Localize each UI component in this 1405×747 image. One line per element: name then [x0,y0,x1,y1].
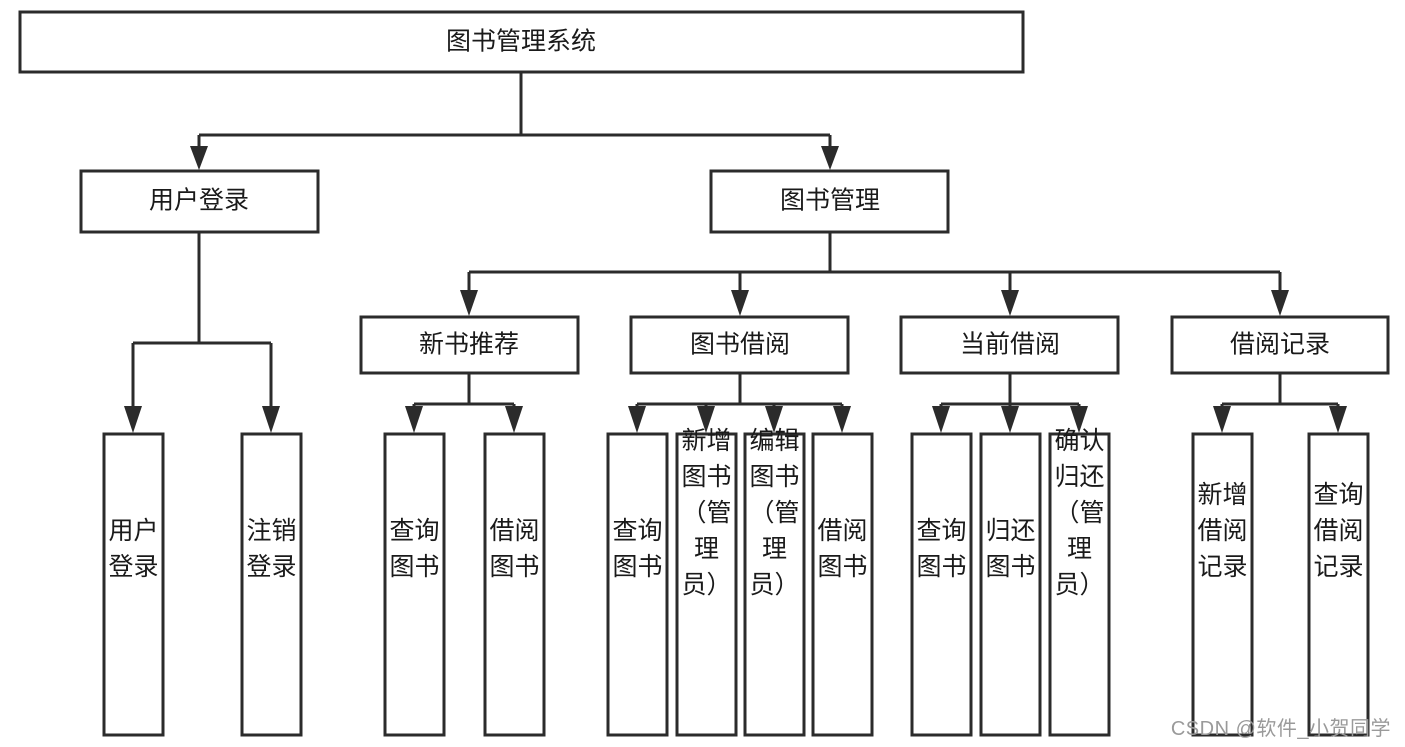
new-book-recommend-box[interactable] [359,315,580,375]
arrow-to-borrow-record [1271,290,1289,316]
leaf-node-confirm-return[interactable] [1048,432,1111,737]
arrow-to-leaf-user-logout [262,406,280,433]
arrow-to-leaf-query-record [1329,406,1347,433]
leaf-edit-book-box[interactable] [743,432,806,737]
arrow-to-leaf-user-login [124,406,142,433]
arrow-to-book-borrow [731,290,749,316]
root-box[interactable] [18,10,1025,74]
arrow-to-leaf-edit-book [765,406,783,433]
leaf-node-query-book-2[interactable] [606,432,669,737]
leaf-node-query-book-1[interactable] [383,432,446,737]
connector-borrowrecord-to-leaves [1220,373,1340,412]
node-current-borrow[interactable]: 当前借阅 [899,315,1120,375]
node-book-manage[interactable]: 图书管理 [709,169,950,234]
user-login-box[interactable] [79,169,320,234]
user-login-label: 用户登录 [149,187,249,215]
leaf-node-edit-book[interactable] [743,432,806,737]
arrow-to-leaf-return-book [1001,406,1019,433]
leaf-borrow-book-1-box[interactable] [483,432,546,737]
book-manage-box[interactable] [709,169,950,234]
arrow-to-leaf-add-book [697,406,715,433]
arrow-to-leaf-borrow-book-1 [505,406,523,433]
connector-bookborrow-to-leaves [635,373,844,412]
borrow-record-box[interactable] [1170,315,1390,375]
leaf-node-query-record[interactable] [1307,432,1370,737]
current-borrow-box[interactable] [899,315,1120,375]
book-borrow-label: 图书借阅 [690,331,790,359]
book-manage-label: 图书管理 [780,187,880,215]
arrow-to-leaf-confirm-return [1070,406,1088,433]
arrow-to-leaf-add-record [1213,406,1231,433]
current-borrow-label: 当前借阅 [960,331,1060,359]
leaf-user-login-box[interactable] [102,432,165,737]
leaf-node-add-book[interactable] [675,432,738,737]
leaf-query-book-1-box[interactable] [383,432,446,737]
leaf-query-record-box[interactable] [1307,432,1370,737]
node-user-login[interactable]: 用户登录 [79,169,320,234]
leaf-user-logout-box[interactable] [240,432,303,737]
leaf-confirm-return-box[interactable] [1048,432,1111,737]
node-new-book-recommend[interactable]: 新书推荐 [359,315,580,375]
arrow-to-leaf-query-book-1 [405,406,423,433]
leaf-add-record-box[interactable] [1191,432,1254,737]
arrow-to-user-login [190,146,208,170]
book-borrow-box[interactable] [629,315,850,375]
node-root[interactable]: 图书管理系统 [18,10,1025,74]
leaf-borrow-book-2-box[interactable] [811,432,874,737]
arrow-to-leaf-borrow-book-2 [833,406,851,433]
leaf-query-book-3-box[interactable] [910,432,973,737]
connector-bookmanage-to-level3 [467,232,1282,296]
borrow-record-label: 借阅记录 [1230,331,1330,359]
leaf-query-book-2-box[interactable] [606,432,669,737]
new-book-recommend-label: 新书推荐 [419,331,519,359]
arrow-to-leaf-query-book-2 [628,406,646,433]
arrow-to-leaf-query-book-3 [932,406,950,433]
connector-userlogin-to-leaves [131,232,273,412]
leaf-return-book-box[interactable] [979,432,1042,737]
connector-newbook-to-leaves [412,373,516,412]
arrow-to-book-manage [821,146,839,170]
leaf-node-user-login[interactable] [102,432,165,737]
root-label: 图书管理系统 [446,28,596,56]
leaf-node-user-logout[interactable] [240,432,303,737]
arrow-to-current-borrow [1001,290,1019,316]
leaf-node-query-book-3[interactable] [910,432,973,737]
node-book-borrow[interactable]: 图书借阅 [629,315,850,375]
leaf-node-borrow-book-1[interactable] [483,432,546,737]
leaf-node-return-book[interactable] [979,432,1042,737]
leaf-node-borrow-book-2[interactable] [811,432,874,737]
connector-root-to-level2 [197,73,832,152]
node-borrow-record[interactable]: 借阅记录 [1170,315,1390,375]
arrow-to-new-book-recommend [460,290,478,316]
leaf-node-add-record[interactable] [1191,432,1254,737]
leaf-add-book-box[interactable] [675,432,738,737]
connector-layer [124,73,1347,433]
